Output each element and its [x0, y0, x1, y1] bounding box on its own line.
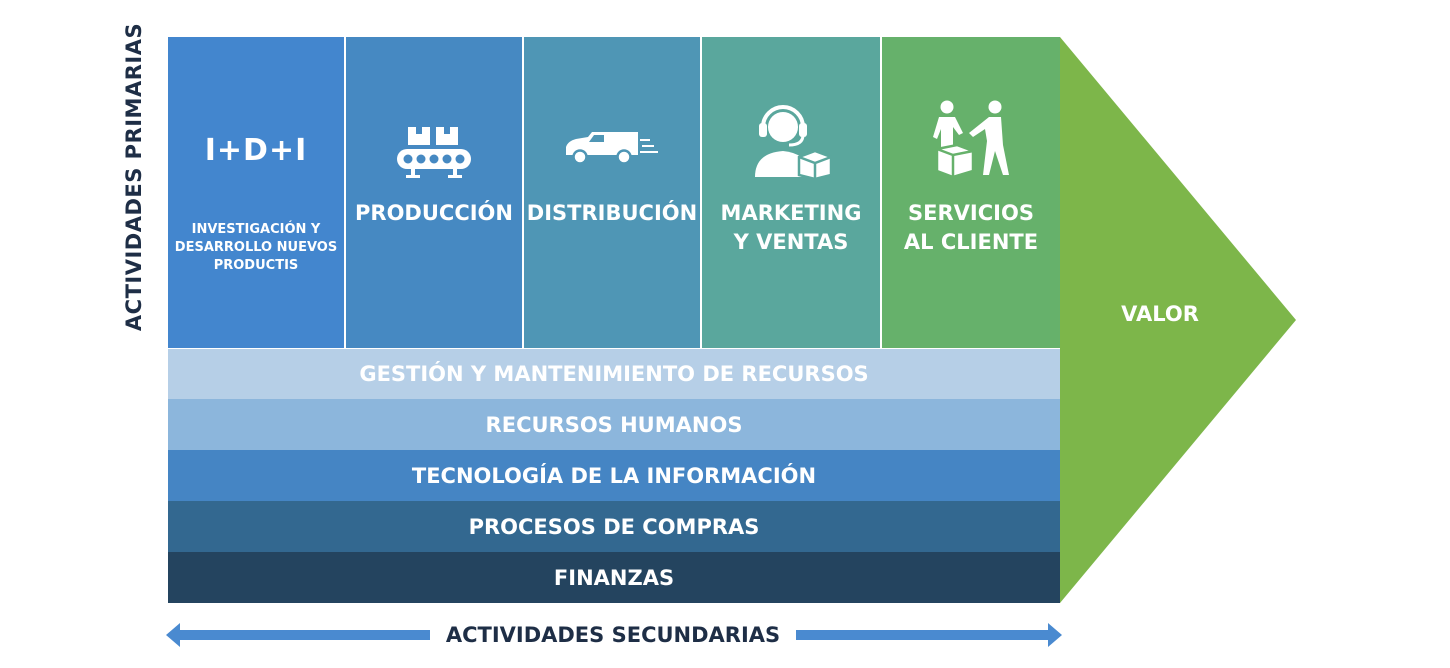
value-label: VALOR [1121, 302, 1199, 326]
distribucion-title: DISTRIBUCIÓN [526, 201, 698, 225]
idi-icon: I+D+I [204, 133, 308, 168]
band-recursos-humanos: RECURSOS HUMANOS [168, 399, 1060, 450]
value-arrow [1060, 37, 1300, 609]
headset-agent-icon [702, 101, 880, 179]
delivery-van-icon [524, 129, 700, 167]
idi-subtitle: INVESTIGACIÓN Y DESARROLLO NUEVOS PRODUC… [174, 222, 338, 273]
secondary-activities-label: ACTIVIDADES SECUNDARIAS [430, 620, 796, 650]
band-tecnologia: TECNOLOGÍA DE LA INFORMACIÓN [168, 450, 1060, 501]
column-distribucion: DISTRIBUCIÓN [524, 37, 700, 348]
band-procesos-compras: PROCESOS DE COMPRAS [168, 501, 1060, 552]
primary-activities-label: ACTIVIDADES PRIMARIAS [122, 22, 146, 332]
band-finanzas: FINANZAS [168, 552, 1060, 603]
conveyor-belt-icon [346, 125, 522, 179]
band-gestion-recursos: GESTIÓN Y MANTENIMIENTO DE RECURSOS [168, 349, 1060, 399]
column-idi: I+D+I INVESTIGACIÓN Y DESARROLLO NUEVOS … [168, 37, 344, 348]
column-produccion: PRODUCCIÓN [346, 37, 522, 348]
servicios-title: SERVICIOS AL CLIENTE [903, 201, 1039, 254]
package-handover-icon [882, 99, 1060, 179]
column-marketing-ventas: MARKETING Y VENTAS [702, 37, 880, 348]
marketing-title: MARKETING Y VENTAS [720, 201, 862, 254]
produccion-title: PRODUCCIÓN [355, 201, 513, 225]
column-servicios-cliente: SERVICIOS AL CLIENTE [882, 37, 1060, 348]
